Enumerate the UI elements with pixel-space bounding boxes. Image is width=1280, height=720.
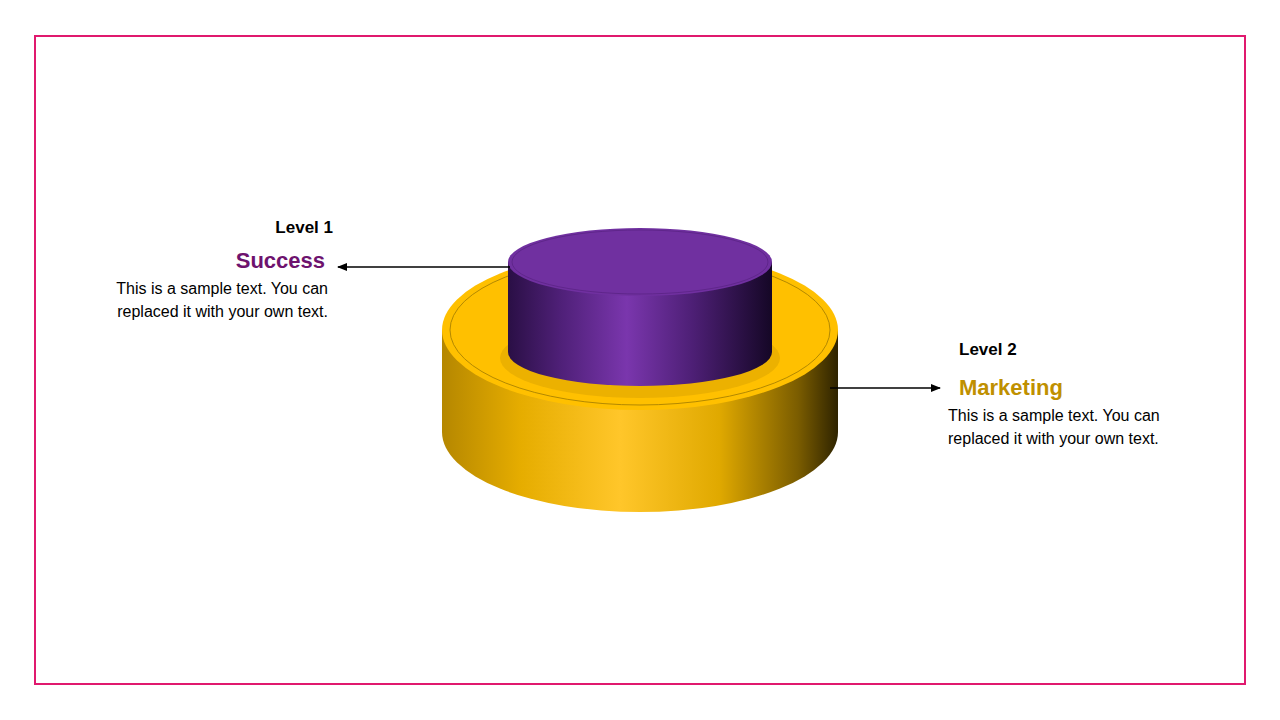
leader-arrow	[830, 387, 940, 389]
description-text: This is a sample text. You can replaced …	[66, 277, 328, 323]
level-label: Level 1	[133, 218, 333, 238]
level-label: Level 2	[959, 340, 1159, 360]
top-tier-top	[508, 228, 772, 296]
level-title: Success	[125, 248, 325, 274]
top-tier-rim	[512, 230, 768, 294]
level-title: Marketing	[959, 375, 1199, 401]
slide-frame	[35, 36, 1245, 684]
description-text: This is a sample text. You can replaced …	[948, 404, 1210, 450]
leader-arrow	[338, 266, 510, 268]
